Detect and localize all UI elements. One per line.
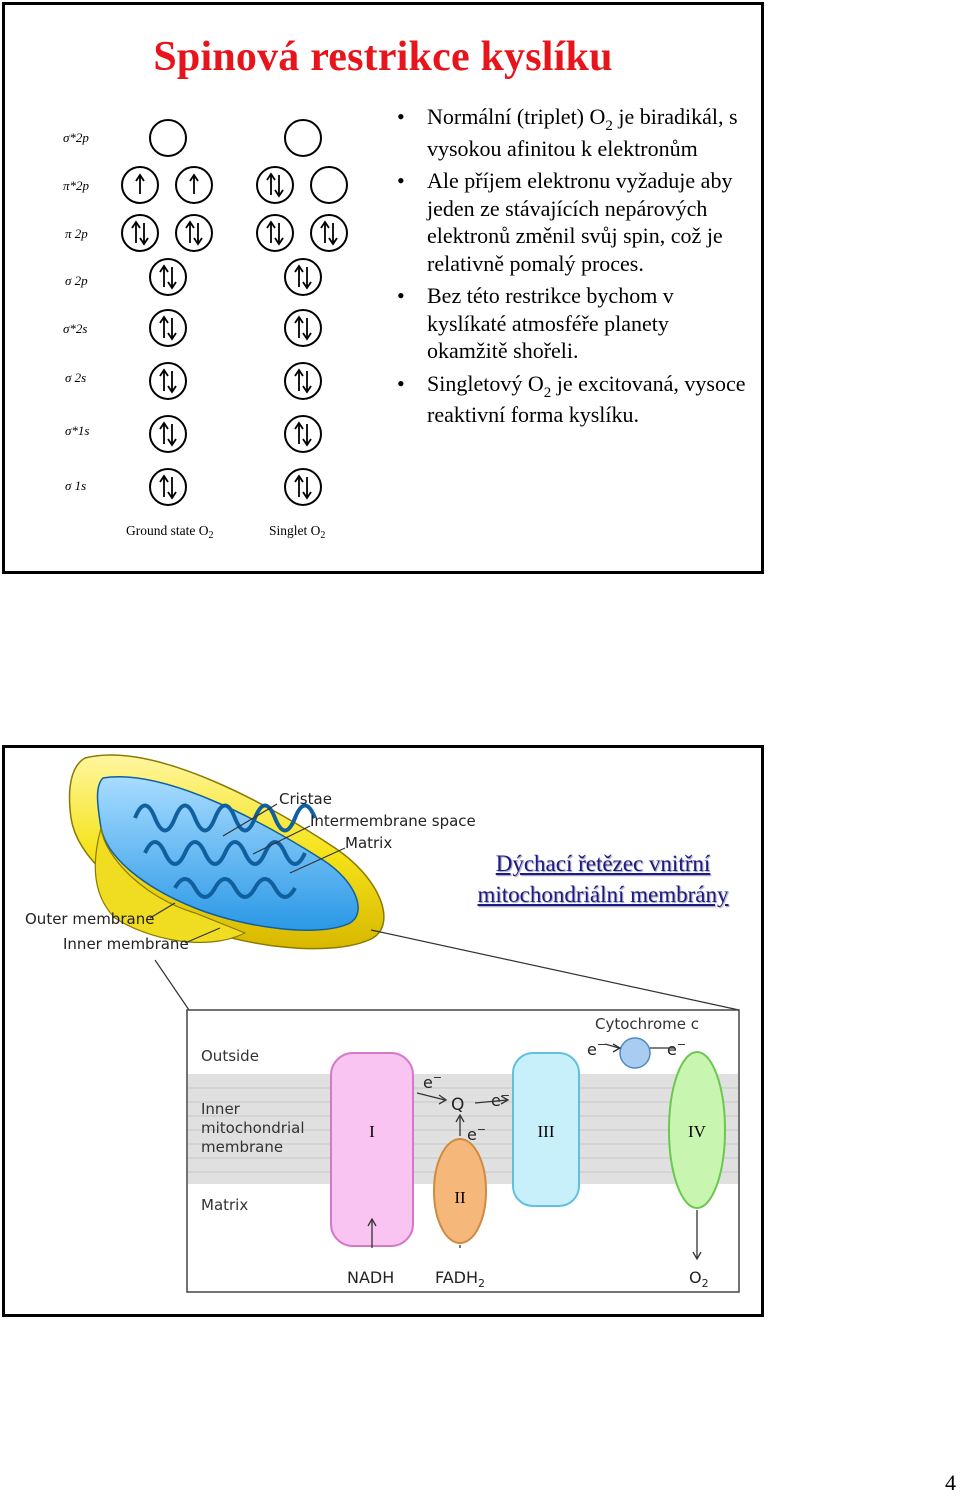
orbital-paired (284, 468, 322, 506)
slide-title: Spinová restrikce kyslíku (153, 34, 613, 80)
slide-title: Dýchací řetězec vnitřní mitochondriální … (477, 851, 729, 907)
orbital-label: σ 2p (65, 273, 88, 288)
complex-ii (433, 1138, 487, 1244)
orbital-paired (284, 362, 322, 400)
cristae-label: Cristae (279, 790, 332, 808)
orbital-empty (284, 119, 322, 157)
complex-iii-label: III (538, 1122, 555, 1141)
orbital-empty (149, 119, 187, 157)
nadh-label: NADH (347, 1268, 394, 1287)
inner-membrane-label: Inner membrane (63, 935, 189, 953)
complex-ii-label: II (454, 1188, 466, 1207)
fadh2-label: FADH2 (435, 1268, 485, 1290)
matrix-label: Matrix (345, 834, 392, 852)
bullet-item: Ale příjem elektronu vyžaduje aby jeden … (397, 167, 749, 277)
complex-iv-label: IV (688, 1122, 707, 1141)
orbital-paired (256, 166, 294, 204)
respiratory-chain-panel: Outside Inner mitochondrial membrane Mat… (186, 1009, 740, 1293)
complex-i-label: I (369, 1122, 375, 1141)
singlet-caption: Singlet O2 (269, 523, 325, 541)
ground-state-caption: Ground state O2 (126, 523, 213, 541)
slide-respiratory-chain: Cristae Intermembrane space Matrix Outer… (2, 745, 764, 1317)
orbital-paired (149, 362, 187, 400)
electron-label: e− (467, 1123, 486, 1144)
inner-membrane-line-1: Inner (201, 1100, 241, 1118)
cristae-folds (143, 840, 307, 866)
orbital-paired (310, 214, 348, 252)
outside-label: Outside (201, 1047, 259, 1065)
orbital-label: σ 1s (65, 478, 86, 493)
bullet-item: Singletový O2 je excitovaná, vysoce reak… (397, 370, 749, 429)
slide-spin-restriction: Spinová restrikce kyslíku σ*2p π*2p π 2p… (2, 2, 764, 574)
outer-membrane-label: Outer membrane (25, 910, 154, 928)
inner-membrane-line-3: membrane (201, 1138, 283, 1156)
orbital-paired (175, 214, 213, 252)
orbital-label: σ*1s (65, 423, 89, 438)
mitochondrion-illustration: Cristae Intermembrane space Matrix Outer… (25, 754, 740, 1293)
matrix-side-label: Matrix (201, 1196, 248, 1214)
orbital-label: π 2p (65, 226, 88, 241)
intermembrane-space-label: Intermembrane space (310, 812, 476, 830)
inner-membrane-line-2: mitochondrial (201, 1119, 305, 1137)
page-number: 4 (945, 1470, 956, 1495)
orbital-label: σ*2p (63, 130, 89, 145)
cytochrome-c-label: Cytochrome c (595, 1015, 699, 1033)
orbital-paired (284, 258, 322, 296)
orbital-paired (149, 415, 187, 453)
orbital-paired (284, 309, 322, 347)
bullet-list: Normální (triplet) O2 je biradikál, s vy… (397, 103, 749, 434)
complex-i (330, 1052, 414, 1247)
orbital-paired (149, 309, 187, 347)
electron-label: e− (667, 1038, 686, 1059)
orbital-label: σ 2s (65, 370, 86, 385)
cytochrome-c (619, 1037, 651, 1069)
complex-iv (668, 1051, 726, 1209)
orbital-paired (149, 258, 187, 296)
orbital-paired (256, 214, 294, 252)
orbital-empty (310, 166, 348, 204)
electron-label: e− (423, 1071, 442, 1092)
electron-label: e− (587, 1038, 606, 1059)
cristae-folds (173, 877, 297, 899)
bullet-item: Normální (triplet) O2 je biradikál, s vy… (397, 103, 749, 162)
orbital-paired (149, 468, 187, 506)
cristae-folds (133, 803, 317, 833)
orbital-label: π*2p (63, 178, 90, 193)
orbital-label: σ*2s (63, 321, 87, 336)
bullet-item: Bez této restrikce bychom v kyslíkaté at… (397, 282, 749, 365)
complex-iii (512, 1052, 580, 1207)
o2-label: O2 (689, 1268, 709, 1290)
orbital-paired (284, 415, 322, 453)
orbital-paired (121, 214, 159, 252)
mo-diagram: σ*2p π*2p π 2p σ 2p σ*2s σ 2s σ*1s σ 1s (63, 119, 348, 541)
quinone-label: Q (451, 1095, 464, 1115)
